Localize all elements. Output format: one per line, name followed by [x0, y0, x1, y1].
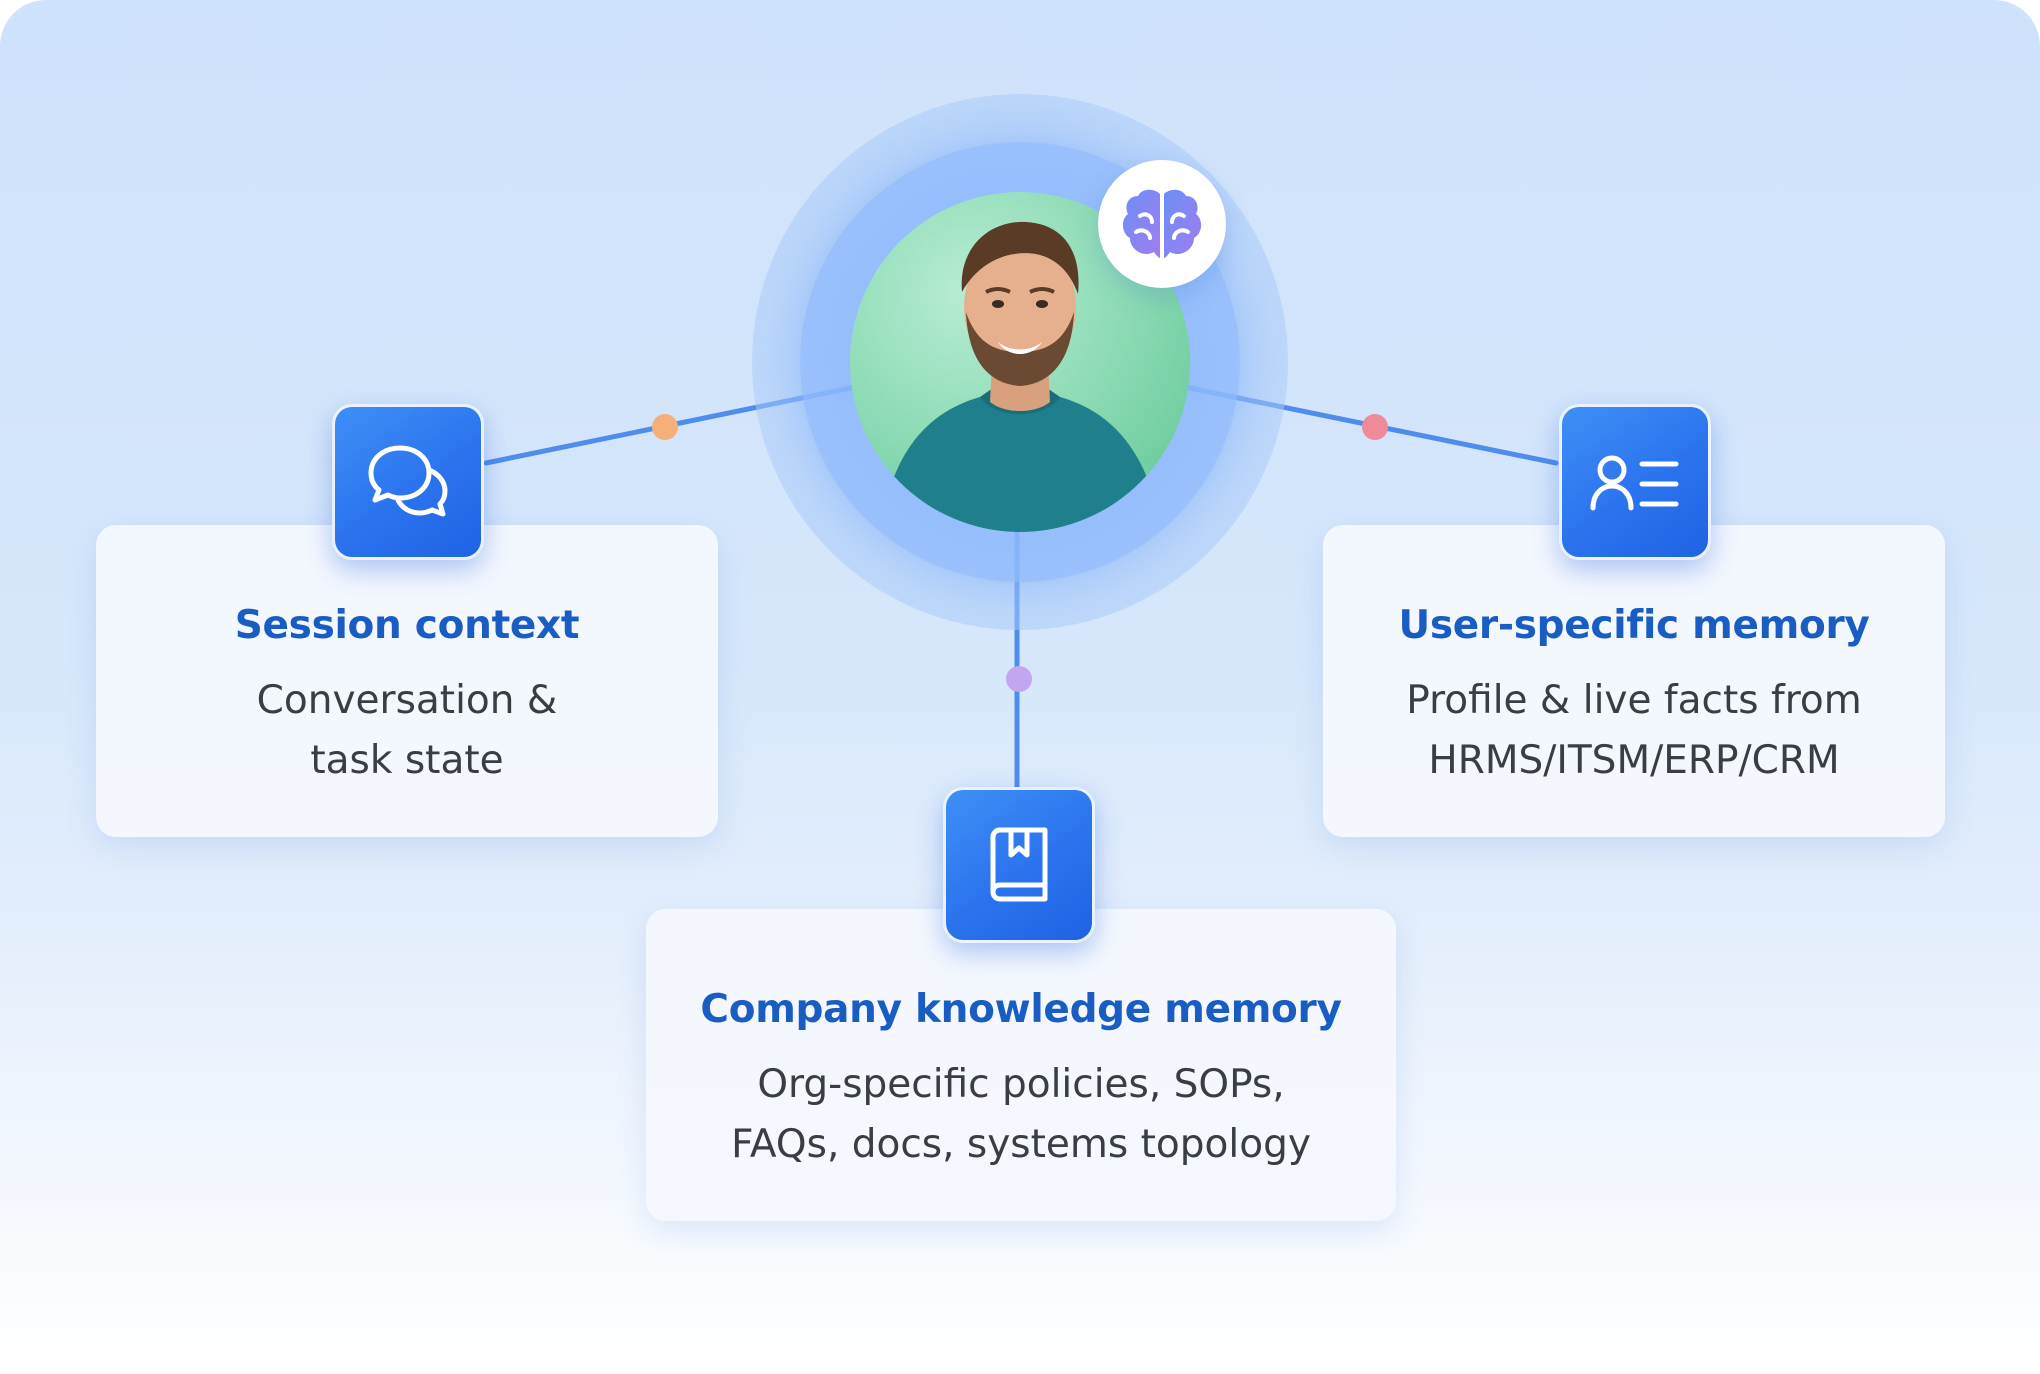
- user-memory-desc-line: Profile & live facts from: [1406, 678, 1862, 723]
- company-knowledge-desc-line: FAQs, docs, systems topology: [731, 1122, 1311, 1167]
- book-icon: [990, 827, 1048, 902]
- company-knowledge-desc-line: Org-specific policies, SOPs,: [757, 1062, 1285, 1107]
- user-memory-desc-line: HRMS/ITSM/ERP/CRM: [1428, 738, 1840, 783]
- company-knowledge-card: Company knowledge memory Org-specific po…: [646, 909, 1396, 1221]
- company-knowledge-title: Company knowledge memory: [700, 987, 1342, 1032]
- connector-dot-purple: [1006, 666, 1032, 692]
- session-context-desc-line: task state: [310, 738, 504, 783]
- session-context-description: Conversation & task state: [116, 671, 698, 791]
- brain-badge: [1098, 160, 1226, 288]
- brain-icon: [1122, 189, 1202, 258]
- company-knowledge-description: Org-specific policies, SOPs, FAQs, docs,…: [666, 1055, 1376, 1175]
- user-memory-title: User-specific memory: [1398, 603, 1870, 648]
- chat-bubbles-icon: [368, 445, 448, 517]
- connector-dot-orange: [652, 414, 678, 440]
- company-knowledge-tile: [943, 787, 1095, 943]
- user-memory-description: Profile & live facts from HRMS/ITSM/ERP/…: [1343, 671, 1925, 791]
- session-context-card: Session context Conversation & task stat…: [96, 525, 718, 837]
- session-context-tile: [332, 404, 484, 560]
- session-context-desc-line: Conversation &: [256, 678, 558, 723]
- person-illustration: [880, 221, 1162, 532]
- user-memory-card: User-specific memory Profile & live fact…: [1323, 525, 1945, 837]
- session-context-title: Session context: [234, 603, 580, 648]
- connector-dot-pink: [1362, 414, 1388, 440]
- user-memory-tile: [1559, 404, 1711, 560]
- user-list-icon: [1590, 455, 1679, 511]
